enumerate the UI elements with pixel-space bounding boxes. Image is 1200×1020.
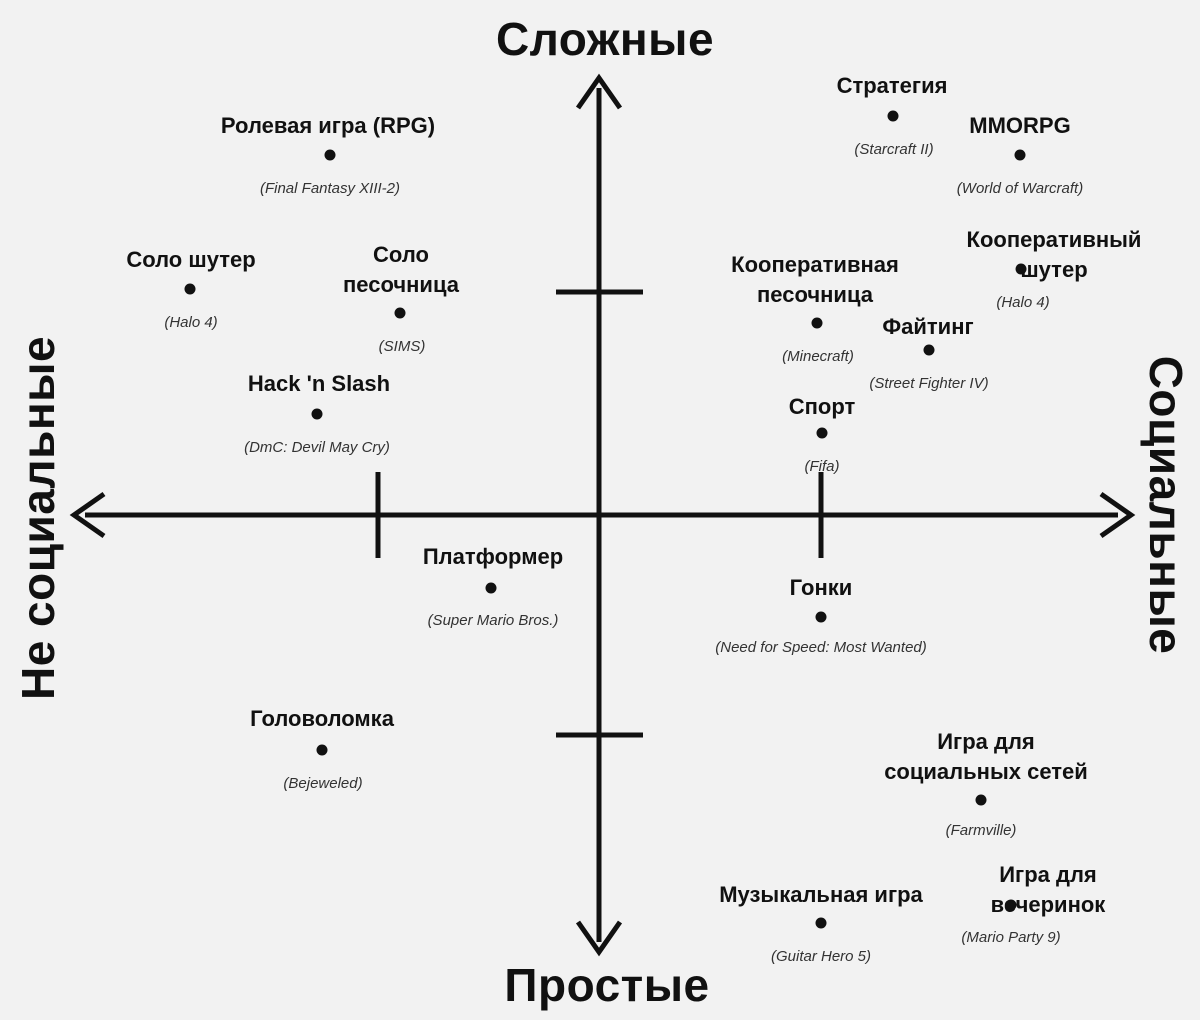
genre-marker	[485, 582, 497, 594]
genre-marker	[184, 283, 196, 295]
genre-label: Hack 'n Slash	[247, 371, 391, 396]
genre-marker	[394, 307, 406, 319]
genre-example: (Bejeweled)	[283, 775, 363, 792]
genre-marker	[316, 744, 328, 756]
genre-label: Стратегия	[836, 73, 948, 98]
genre-example: (World of Warcraft)	[956, 180, 1084, 197]
genre-example: (Halo 4)	[996, 294, 1050, 311]
genre-label: Ролевая игра (RPG)	[220, 113, 436, 138]
top-arrowhead	[575, 73, 623, 110]
genre-label: Соло шутер	[126, 247, 256, 272]
genre-example: (Need for Speed: Most Wanted)	[715, 639, 927, 656]
genre-marker	[1015, 263, 1027, 275]
genre-example: (Street Fighter IV)	[869, 375, 989, 392]
genre-label: Игра для вечеринок	[990, 862, 1106, 917]
genre-example: (Final Fantasy XIII-2)	[259, 180, 401, 197]
genre-label: Игра для социальных сетей	[884, 729, 1088, 784]
genre-label: Гонки	[789, 575, 853, 600]
genre-example: (Fifa)	[804, 458, 840, 475]
genre-example: (Starcraft II)	[854, 141, 934, 158]
genre-marker	[1005, 899, 1017, 911]
bottom-arrowhead	[575, 920, 623, 957]
genre-example: (Super Mario Bros.)	[427, 612, 559, 629]
genre-marker	[311, 408, 323, 420]
genre-example: (Mario Party 9)	[961, 929, 1061, 946]
genre-label: Кооперативная песочница	[731, 252, 899, 307]
axis-label-right: Социальные	[1140, 355, 1192, 655]
genre-label: Головоломка	[250, 706, 394, 731]
genre-marker	[923, 344, 935, 356]
genre-example: (Minecraft)	[782, 348, 854, 365]
axis-label-left: Не социальные	[12, 335, 64, 701]
genre-example: (Guitar Hero 5)	[770, 948, 872, 965]
genre-marker	[815, 917, 827, 929]
genre-label: Файтинг	[882, 314, 974, 339]
genre-example: (DmC: Devil May Cry)	[244, 439, 390, 456]
genre-label: Кооперативный шутер	[966, 227, 1142, 282]
genre-label: Музыкальная игра	[719, 882, 923, 907]
genre-marker	[811, 317, 823, 329]
genre-label: Спорт	[788, 394, 856, 419]
genre-marker	[324, 149, 336, 161]
genre-marker	[816, 427, 828, 439]
genre-label: Платформер	[422, 544, 564, 569]
genre-label: Соло песочница	[343, 242, 459, 297]
genre-example: (Farmville)	[945, 822, 1017, 839]
genre-example: (Halo 4)	[164, 314, 218, 331]
genre-marker	[975, 794, 987, 806]
axis-label-top: Сложные	[495, 13, 715, 65]
right-arrowhead	[1099, 491, 1136, 539]
genre-marker	[887, 110, 899, 122]
left-arrowhead	[69, 491, 106, 539]
genre-example: (SIMS)	[378, 338, 426, 355]
axis-label-bottom: Простые	[504, 959, 710, 1011]
genre-marker	[815, 611, 827, 623]
genre-marker	[1014, 149, 1026, 161]
genre-label: MMORPG	[969, 113, 1071, 138]
